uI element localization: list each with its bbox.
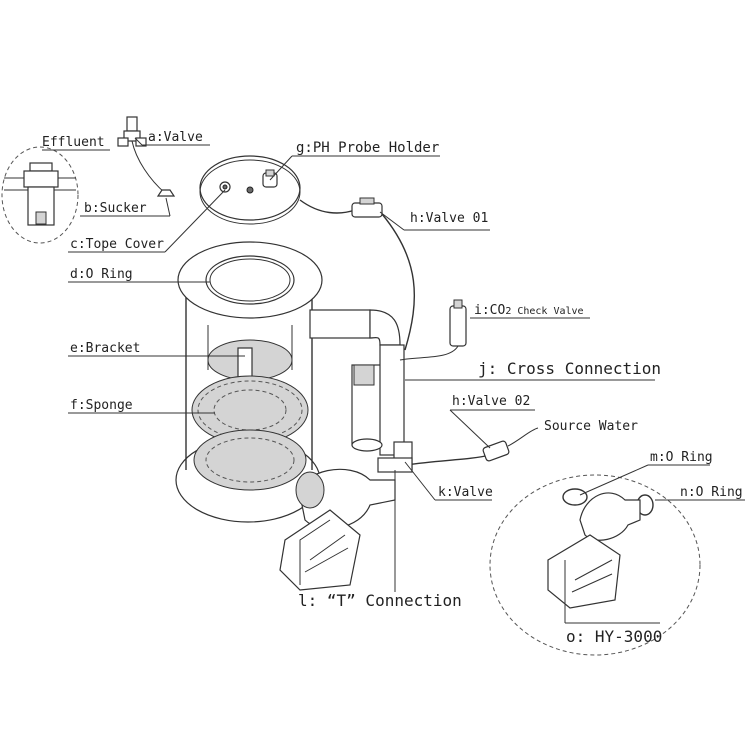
co2-check-valve xyxy=(399,299,467,361)
valve-h2 xyxy=(405,427,539,466)
cross-connection xyxy=(351,344,405,456)
label-valve-k: k:Valve xyxy=(438,485,493,500)
label-cross-connection-j: j: Cross Connection xyxy=(478,359,661,378)
label-sponge-f: f:Sponge xyxy=(70,398,133,413)
label-top-cover-c: c:Tope Cover xyxy=(70,237,164,252)
label-source-water: Source Water xyxy=(544,419,638,434)
label-o-ring-d: d:O Ring xyxy=(70,267,133,282)
sucker-b xyxy=(156,189,176,197)
label-valve-h2: h:Valve 02 xyxy=(452,394,530,409)
label-bracket-e: e:Bracket xyxy=(70,341,140,356)
label-hy3000-o: o: HY-3000 xyxy=(566,627,662,646)
pump xyxy=(279,468,396,591)
top-cover xyxy=(199,155,301,225)
outlet-pipe xyxy=(309,309,401,346)
label-valve-a: a:Valve xyxy=(148,130,203,145)
valve-h1 xyxy=(351,197,383,218)
label-valve-h1: h:Valve 01 xyxy=(410,211,488,226)
label-sucker-b: b:Sucker xyxy=(84,201,147,216)
label-o-ring-n: n:O Ring xyxy=(680,485,743,500)
label-ph-probe-holder-g: g:PH Probe Holder xyxy=(296,140,439,156)
label-co2-check-valve-i: i:CO2 Check Valve xyxy=(474,303,584,318)
effluent-detail xyxy=(1,146,79,244)
tube-down xyxy=(381,213,416,351)
label-o-ring-m: m:O Ring xyxy=(650,450,713,465)
reactor-body xyxy=(175,241,323,523)
label-effluent: Effluent xyxy=(42,135,105,150)
labels: Effluent a:Valve b:Sucker c:Tope Cover d… xyxy=(42,130,743,646)
tube-top xyxy=(299,199,356,214)
valve-k xyxy=(377,441,413,473)
label-t-connection-l: l: “T” Connection xyxy=(298,591,462,610)
hy3000-detail xyxy=(489,474,701,656)
leader-lines xyxy=(42,137,745,624)
valve-a xyxy=(117,116,166,194)
